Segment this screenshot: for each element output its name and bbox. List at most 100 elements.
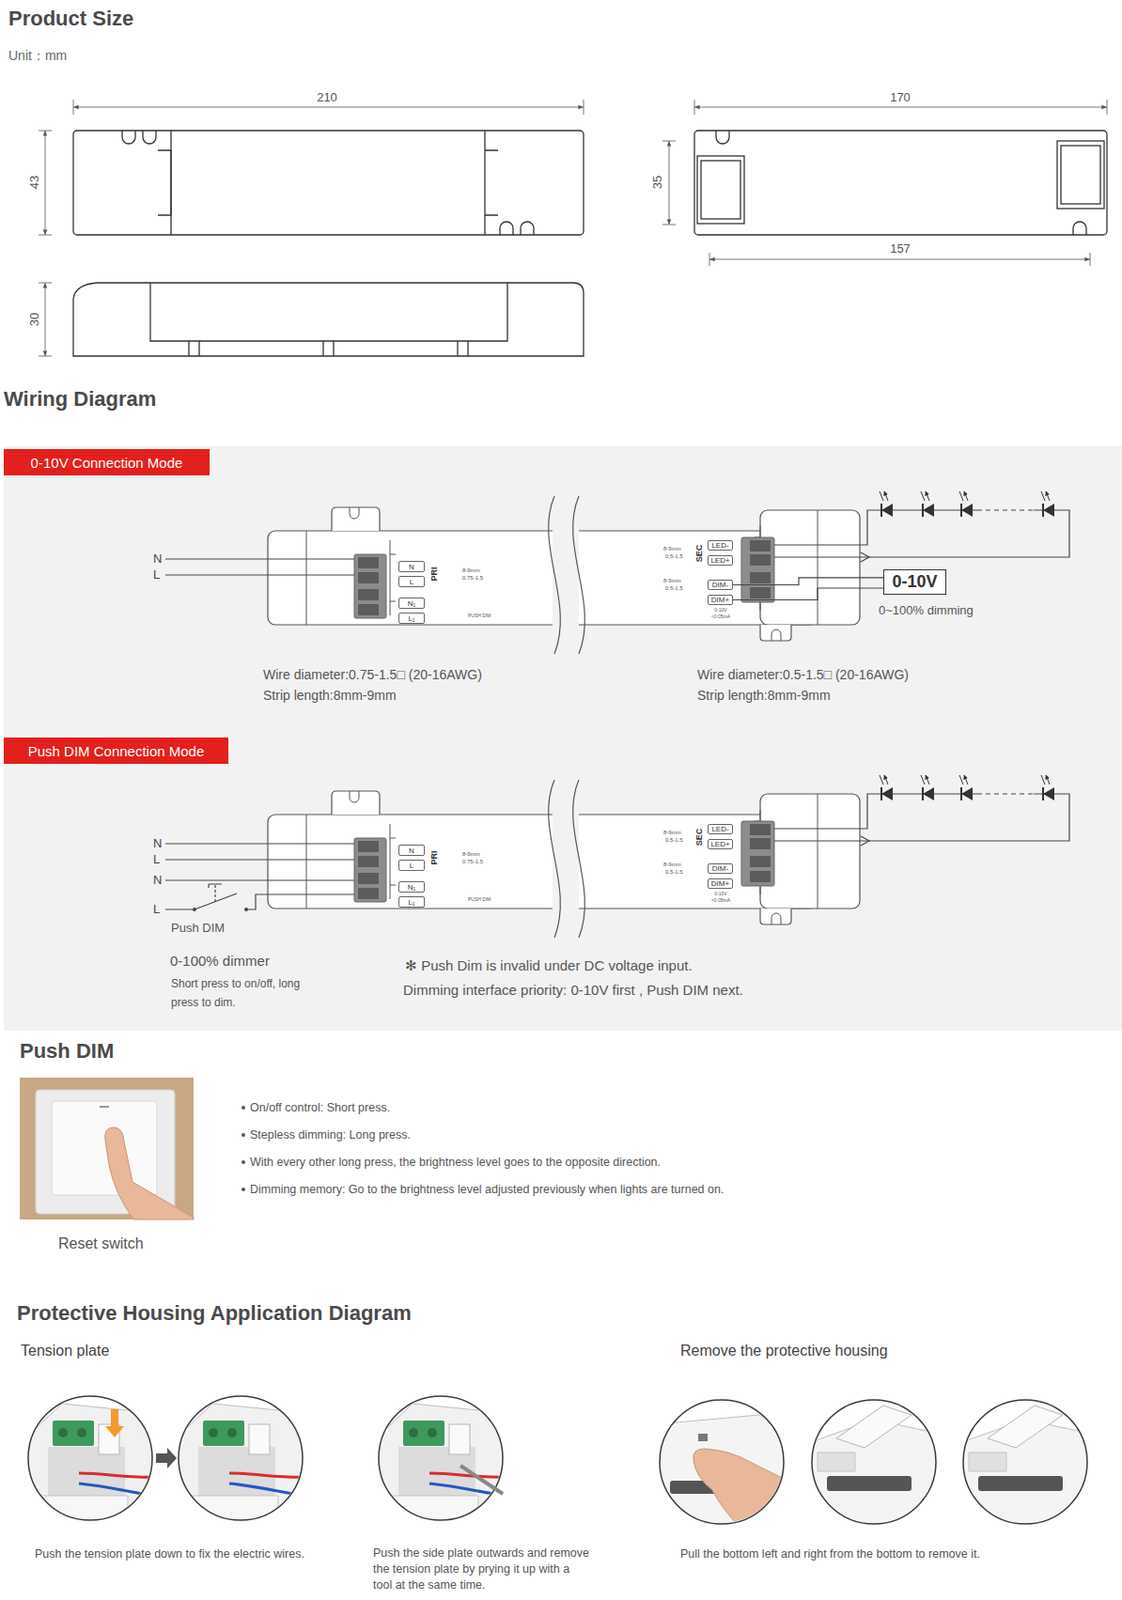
section-heading: Wiring Diagram (3, 387, 156, 411)
terminal-label: DIM- (707, 863, 733, 874)
bullet-text: Dimming memory: Go to the brightness lev… (249, 1183, 724, 1197)
illustration (174, 1396, 316, 1525)
wire-note: 0.75-1.5 (462, 858, 484, 866)
illustration (959, 1400, 1091, 1528)
terminal-group-name: PRI (429, 566, 439, 581)
dimension-lines (38, 99, 1107, 357)
end-view-drawing (716, 130, 730, 144)
bullet-dots (241, 1106, 246, 1110)
mode-tag: Push DIM Connection Mode (3, 737, 229, 764)
node-text: DIM- (712, 864, 729, 873)
section-heading: Protective Housing Application Diagram (16, 1301, 412, 1325)
terminal-note: PUSH DIM (467, 897, 491, 904)
terminal-note: 0-10V (714, 891, 727, 898)
dimension-lines (45, 130, 47, 235)
illustration (808, 1400, 940, 1528)
section-heading: Product Size (8, 6, 134, 31)
node-text: LED- (711, 825, 729, 834)
step-caption: Pull the bottom left and right from the … (680, 1547, 981, 1561)
wire-name: L (153, 568, 160, 583)
end-view-drawing (1073, 221, 1087, 235)
dimension-value: 157 (889, 242, 911, 257)
side-view-drawing (150, 282, 508, 342)
node-text: LED- (711, 541, 729, 550)
terminal-label: LED+ (707, 839, 733, 850)
node-text: L (409, 861, 414, 871)
wire-connector (732, 577, 884, 586)
wire-spec: Wire diameter:0.75-1.5□ (20-16AWG) (263, 667, 483, 683)
section-heading: Push DIM (19, 1039, 114, 1063)
subheading: Tension plate (20, 1342, 110, 1360)
node-text: DIM+ (711, 879, 730, 889)
terminal-label: LED- (707, 824, 733, 835)
illustration (374, 1396, 516, 1525)
node-text: L₁ (407, 614, 415, 624)
switch-contact (192, 907, 197, 912)
input-wires (165, 559, 355, 910)
wire-spec: Strip length:8mm-9mm (263, 687, 397, 703)
terminal-note: PUSH DIM (467, 613, 491, 620)
wire-note: 0.5-1.5 (665, 837, 684, 844)
input-wires (208, 884, 222, 889)
dimmer-note: Short press to on/off, long press to dim… (171, 974, 303, 1013)
node-text: N (408, 562, 415, 572)
dimension-lines (662, 140, 676, 225)
input-wires (165, 843, 355, 910)
input-wires (214, 884, 216, 903)
dimension-value: 43 (28, 175, 43, 189)
terminal-note: <0.05mA (711, 898, 731, 904)
top-view-drawing (157, 150, 499, 216)
dimension-value: 210 (316, 91, 338, 106)
node-text: N (408, 846, 415, 856)
wire-note: 0.5-1.5 (665, 553, 684, 561)
wire-note: 0.75-1.5 (462, 575, 484, 582)
terminal-label: DIM+ (707, 594, 733, 606)
switch-label: Push DIM (171, 921, 225, 936)
step-caption: Push the side plate outwards and remove … (373, 1545, 590, 1594)
dimension-lines (45, 282, 47, 357)
node-text: N₁ (407, 883, 416, 892)
dimension-lines (669, 140, 671, 225)
node-text: 0-10V Connection Mode (31, 454, 184, 471)
input-wires (165, 559, 355, 576)
bullet-text: On/off control: Short press. (249, 1101, 390, 1115)
terminal-group-name: SEC (694, 828, 704, 847)
strip-note: 8-9mm (663, 577, 682, 585)
wiring-panel (3, 446, 1122, 1031)
bullet-dots (241, 1187, 246, 1192)
strip-note: 8-9mm (663, 829, 682, 837)
end-view-drawing (694, 130, 1107, 235)
mode-tag: 0-10V Connection Mode (3, 449, 210, 476)
terminal-label: L (398, 859, 425, 872)
strip-note: 8-9mm (462, 851, 481, 858)
side-view-drawing (73, 282, 584, 357)
terminal-label: DIM- (707, 579, 733, 591)
illustration (267, 491, 1070, 655)
terminal-label: N₁ (398, 597, 425, 609)
push-arrow (105, 1409, 125, 1438)
node-text: DIM- (712, 580, 729, 590)
bullet-text: With every other long press, the brightn… (249, 1155, 661, 1169)
node-text: Push DIM Connection Mode (28, 743, 205, 760)
end-view-drawing (694, 130, 1107, 235)
switch-photo (19, 1077, 194, 1220)
top-view-drawing (73, 130, 584, 235)
top-view-drawing (171, 130, 485, 235)
illustration (655, 1400, 788, 1528)
wire-connector (732, 588, 884, 601)
wire-name: N (153, 837, 162, 852)
terminal-note: 0-10V (714, 607, 727, 614)
terminal-label: L₁ (398, 612, 425, 624)
side-view-drawing (73, 282, 584, 357)
top-view-drawing (122, 130, 156, 144)
terminal-label: N₁ (398, 881, 425, 893)
bullet-text: Stepless dimming: Long press. (249, 1128, 411, 1142)
note: Dimming interface priority: 0-10V first … (403, 981, 744, 998)
step-caption: Push the tension plate down to fix the e… (34, 1547, 305, 1561)
bullet-dots (241, 1160, 246, 1165)
end-view-drawing (1057, 140, 1105, 209)
terminal-note: <0.05mA (711, 614, 731, 621)
